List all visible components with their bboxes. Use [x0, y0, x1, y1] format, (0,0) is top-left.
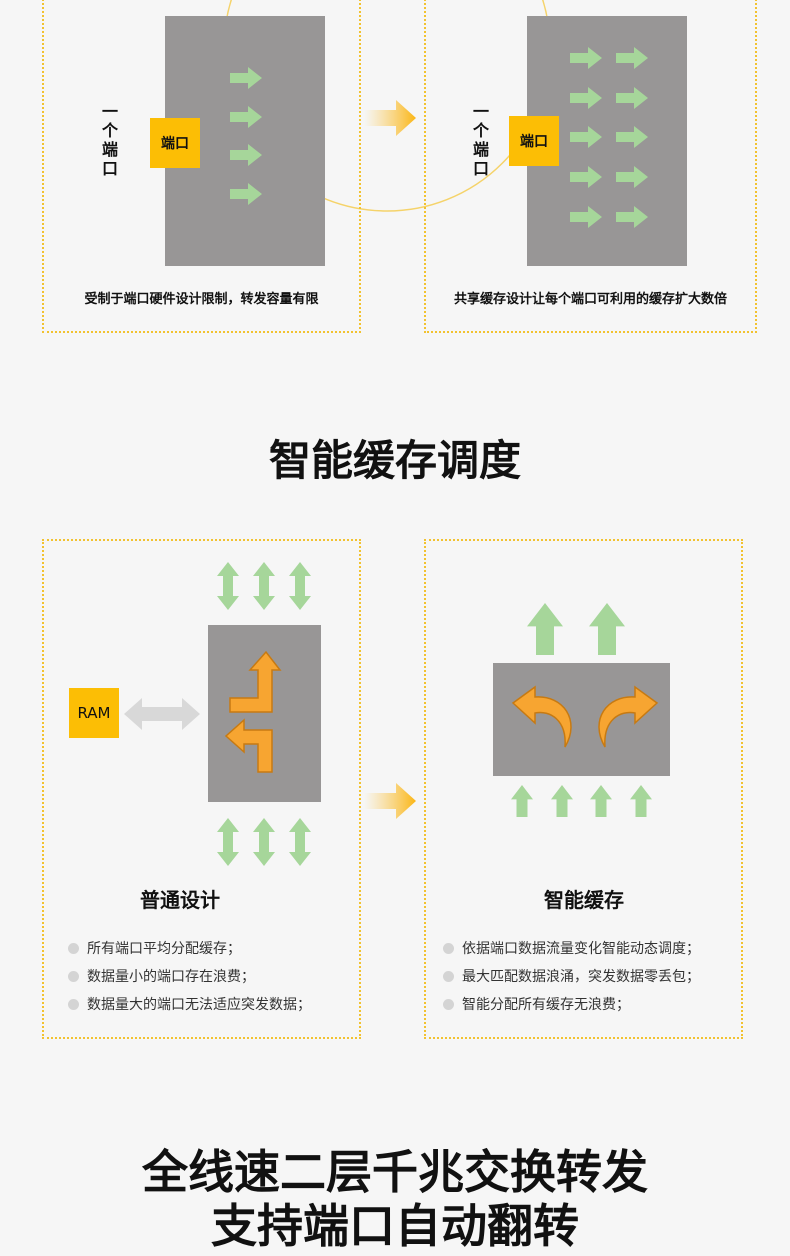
green-double-arrow-icon [289, 818, 311, 866]
bullet-dot [68, 998, 79, 1010]
port-box-left: 端口 [150, 118, 200, 168]
section-title-smart-cache: 智能缓存调度 [268, 436, 521, 485]
section-subtitle-auto-mdix: 支持端口自动翻转 [211, 1199, 579, 1253]
bullet-text: 数据量小的端口存在浪费； [87, 969, 255, 985]
green-right-arrow-icon [230, 67, 262, 89]
transition-arrow-icon [364, 100, 416, 136]
bullet-text: 数据量大的端口无法适应突发数据； [87, 997, 311, 1013]
heading-normal-design: 普通设计 [140, 888, 220, 912]
panel-smart-cache [424, 539, 743, 1039]
bullet-dot [443, 998, 454, 1010]
green-right-arrow-icon [616, 206, 648, 228]
green-double-arrow-icon [253, 818, 275, 866]
bullet-text: 所有端口平均分配缓存； [87, 941, 241, 957]
bullet-dot [68, 970, 79, 982]
bullet-smart-3: 智能分配所有缓存无浪费； [443, 994, 630, 1014]
green-double-arrow-icon [253, 562, 275, 610]
bullet-text: 最大匹配数据浪涌，突发数据零丢包； [462, 969, 700, 985]
green-right-arrow-icon [230, 183, 262, 205]
caption-limited: 受制于端口硬件设计限制，转发容量有限 [84, 292, 319, 307]
bullet-text: 依据端口数据流量变化智能动态调度； [462, 941, 700, 957]
double-vertical-arrows [217, 562, 311, 866]
green-right-arrow-icon [570, 166, 602, 188]
panel-limited-port: 受制于端口硬件设计限制，转发容量有限 [42, 0, 361, 333]
heading-smart-cache: 智能缓存 [544, 888, 624, 912]
green-double-arrow-icon [217, 818, 239, 866]
orange-turn-arrows-icon [224, 650, 282, 773]
bullet-dot [443, 942, 454, 954]
bullet-smart-2: 最大匹配数据浪涌，突发数据零丢包； [443, 966, 700, 986]
panel-normal-design [42, 539, 361, 1039]
green-up-arrow-icon [527, 603, 563, 655]
side-label-left: 一个端口 [101, 102, 118, 178]
green-arrows-left [230, 67, 262, 205]
green-right-arrow-icon [570, 47, 602, 69]
green-up-arrow-icon [551, 785, 573, 817]
side-label-right: 一个端口 [472, 102, 489, 178]
green-up-arrow-icon [590, 785, 612, 817]
caption-shared: 共享缓存设计让每个端口可利用的缓存扩大数倍 [453, 292, 727, 307]
panel-shared-cache: 共享缓存设计让每个端口可利用的缓存扩大数倍 [424, 0, 757, 333]
section-title-wire-speed: 全线速二层千兆交换转发 [142, 1145, 648, 1199]
green-right-arrow-icon [616, 47, 648, 69]
green-right-arrow-icon [570, 206, 602, 228]
transition-arrow-icon-2 [364, 783, 416, 819]
green-right-arrow-icon [616, 87, 648, 109]
bullet-dot [68, 942, 79, 954]
ram-double-arrow-icon [124, 698, 200, 730]
green-right-arrow-icon [570, 126, 602, 148]
bullet-dot [443, 970, 454, 982]
green-right-arrow-icon [230, 106, 262, 128]
bullet-smart-1: 依据端口数据流量变化智能动态调度； [443, 938, 700, 958]
bullet-normal-3: 数据量大的端口无法适应突发数据； [68, 994, 311, 1014]
green-up-arrow-icon [630, 785, 652, 817]
green-up-arrows [511, 603, 652, 817]
bullet-text: 智能分配所有缓存无浪费； [462, 997, 630, 1013]
switch-block-smart [493, 663, 670, 776]
port-box-right: 端口 [509, 116, 559, 166]
orange-curved-arrows-icon [511, 685, 659, 748]
green-double-arrow-icon [289, 562, 311, 610]
bullet-normal-1: 所有端口平均分配缓存； [68, 938, 241, 958]
green-right-arrow-icon [230, 144, 262, 166]
green-arrows-right [570, 47, 648, 228]
green-right-arrow-icon [570, 87, 602, 109]
green-right-arrow-icon [616, 126, 648, 148]
green-up-arrow-icon [589, 603, 625, 655]
bullet-normal-2: 数据量小的端口存在浪费； [68, 966, 255, 986]
green-up-arrow-icon [511, 785, 533, 817]
green-right-arrow-icon [616, 166, 648, 188]
ram-box: RAM [69, 688, 119, 738]
green-double-arrow-icon [217, 562, 239, 610]
